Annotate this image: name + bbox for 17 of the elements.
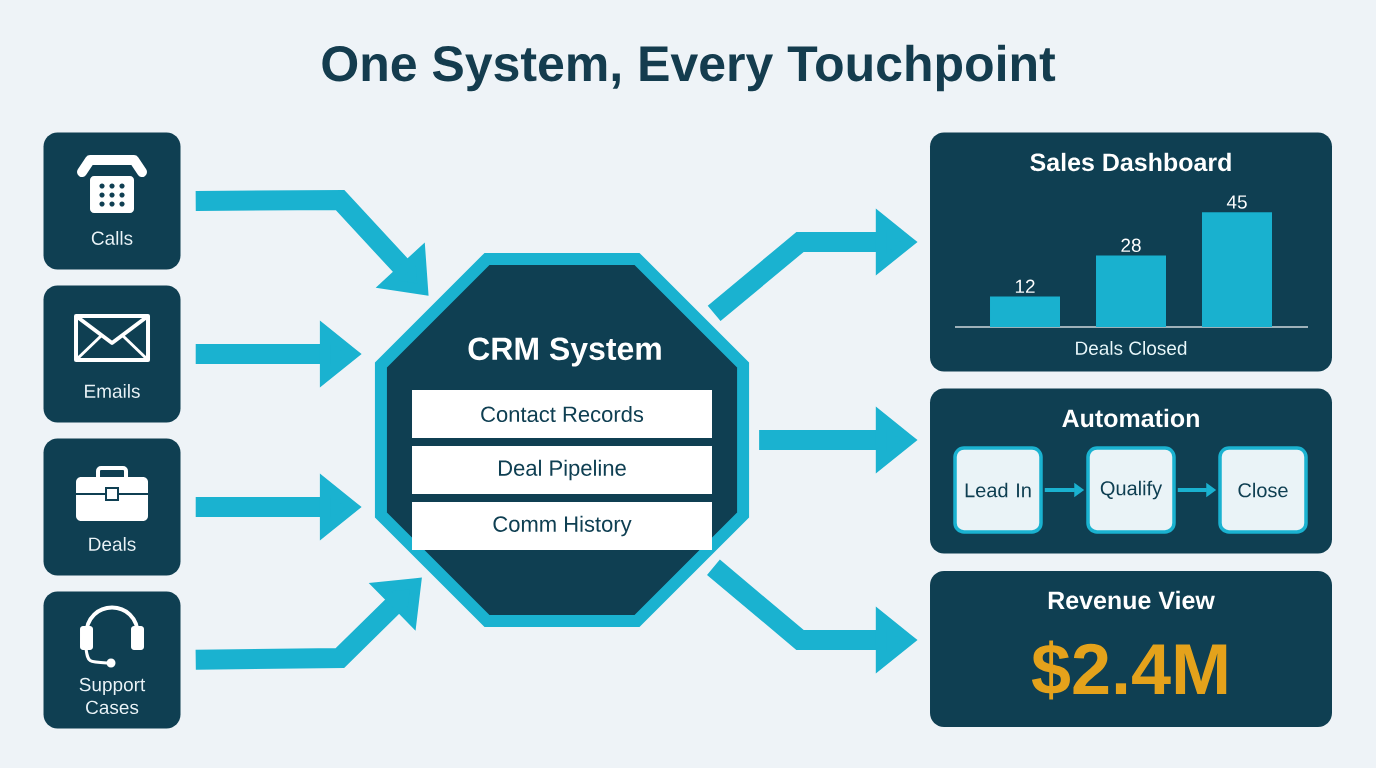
card-label: Support Cases — [79, 677, 146, 715]
card-label: Emails — [85, 384, 140, 398]
x-axis-title: Deals Closed — [1076, 341, 1187, 355]
title: One System, Every Touchpoint — [322, 44, 1056, 92]
card-label: Calls — [91, 231, 133, 245]
data-label: 45 — [1226, 195, 1247, 209]
panel-title: Automation — [1062, 408, 1199, 428]
step-box: Qualify — [1086, 446, 1176, 534]
big-figure: $2.4M — [1031, 640, 1227, 700]
step-box: Close — [1218, 446, 1308, 534]
data-label: 28 — [1121, 238, 1141, 253]
card-label: Deals — [89, 537, 136, 551]
step-box: Lead In — [953, 446, 1043, 534]
panel-title: Revenue View — [1048, 590, 1215, 610]
data-label: 12 — [1015, 279, 1035, 293]
bar-chart: 12 28 45 Deals Closed — [954, 195, 1309, 355]
panel-title: Sales Dashboard — [1030, 152, 1231, 172]
